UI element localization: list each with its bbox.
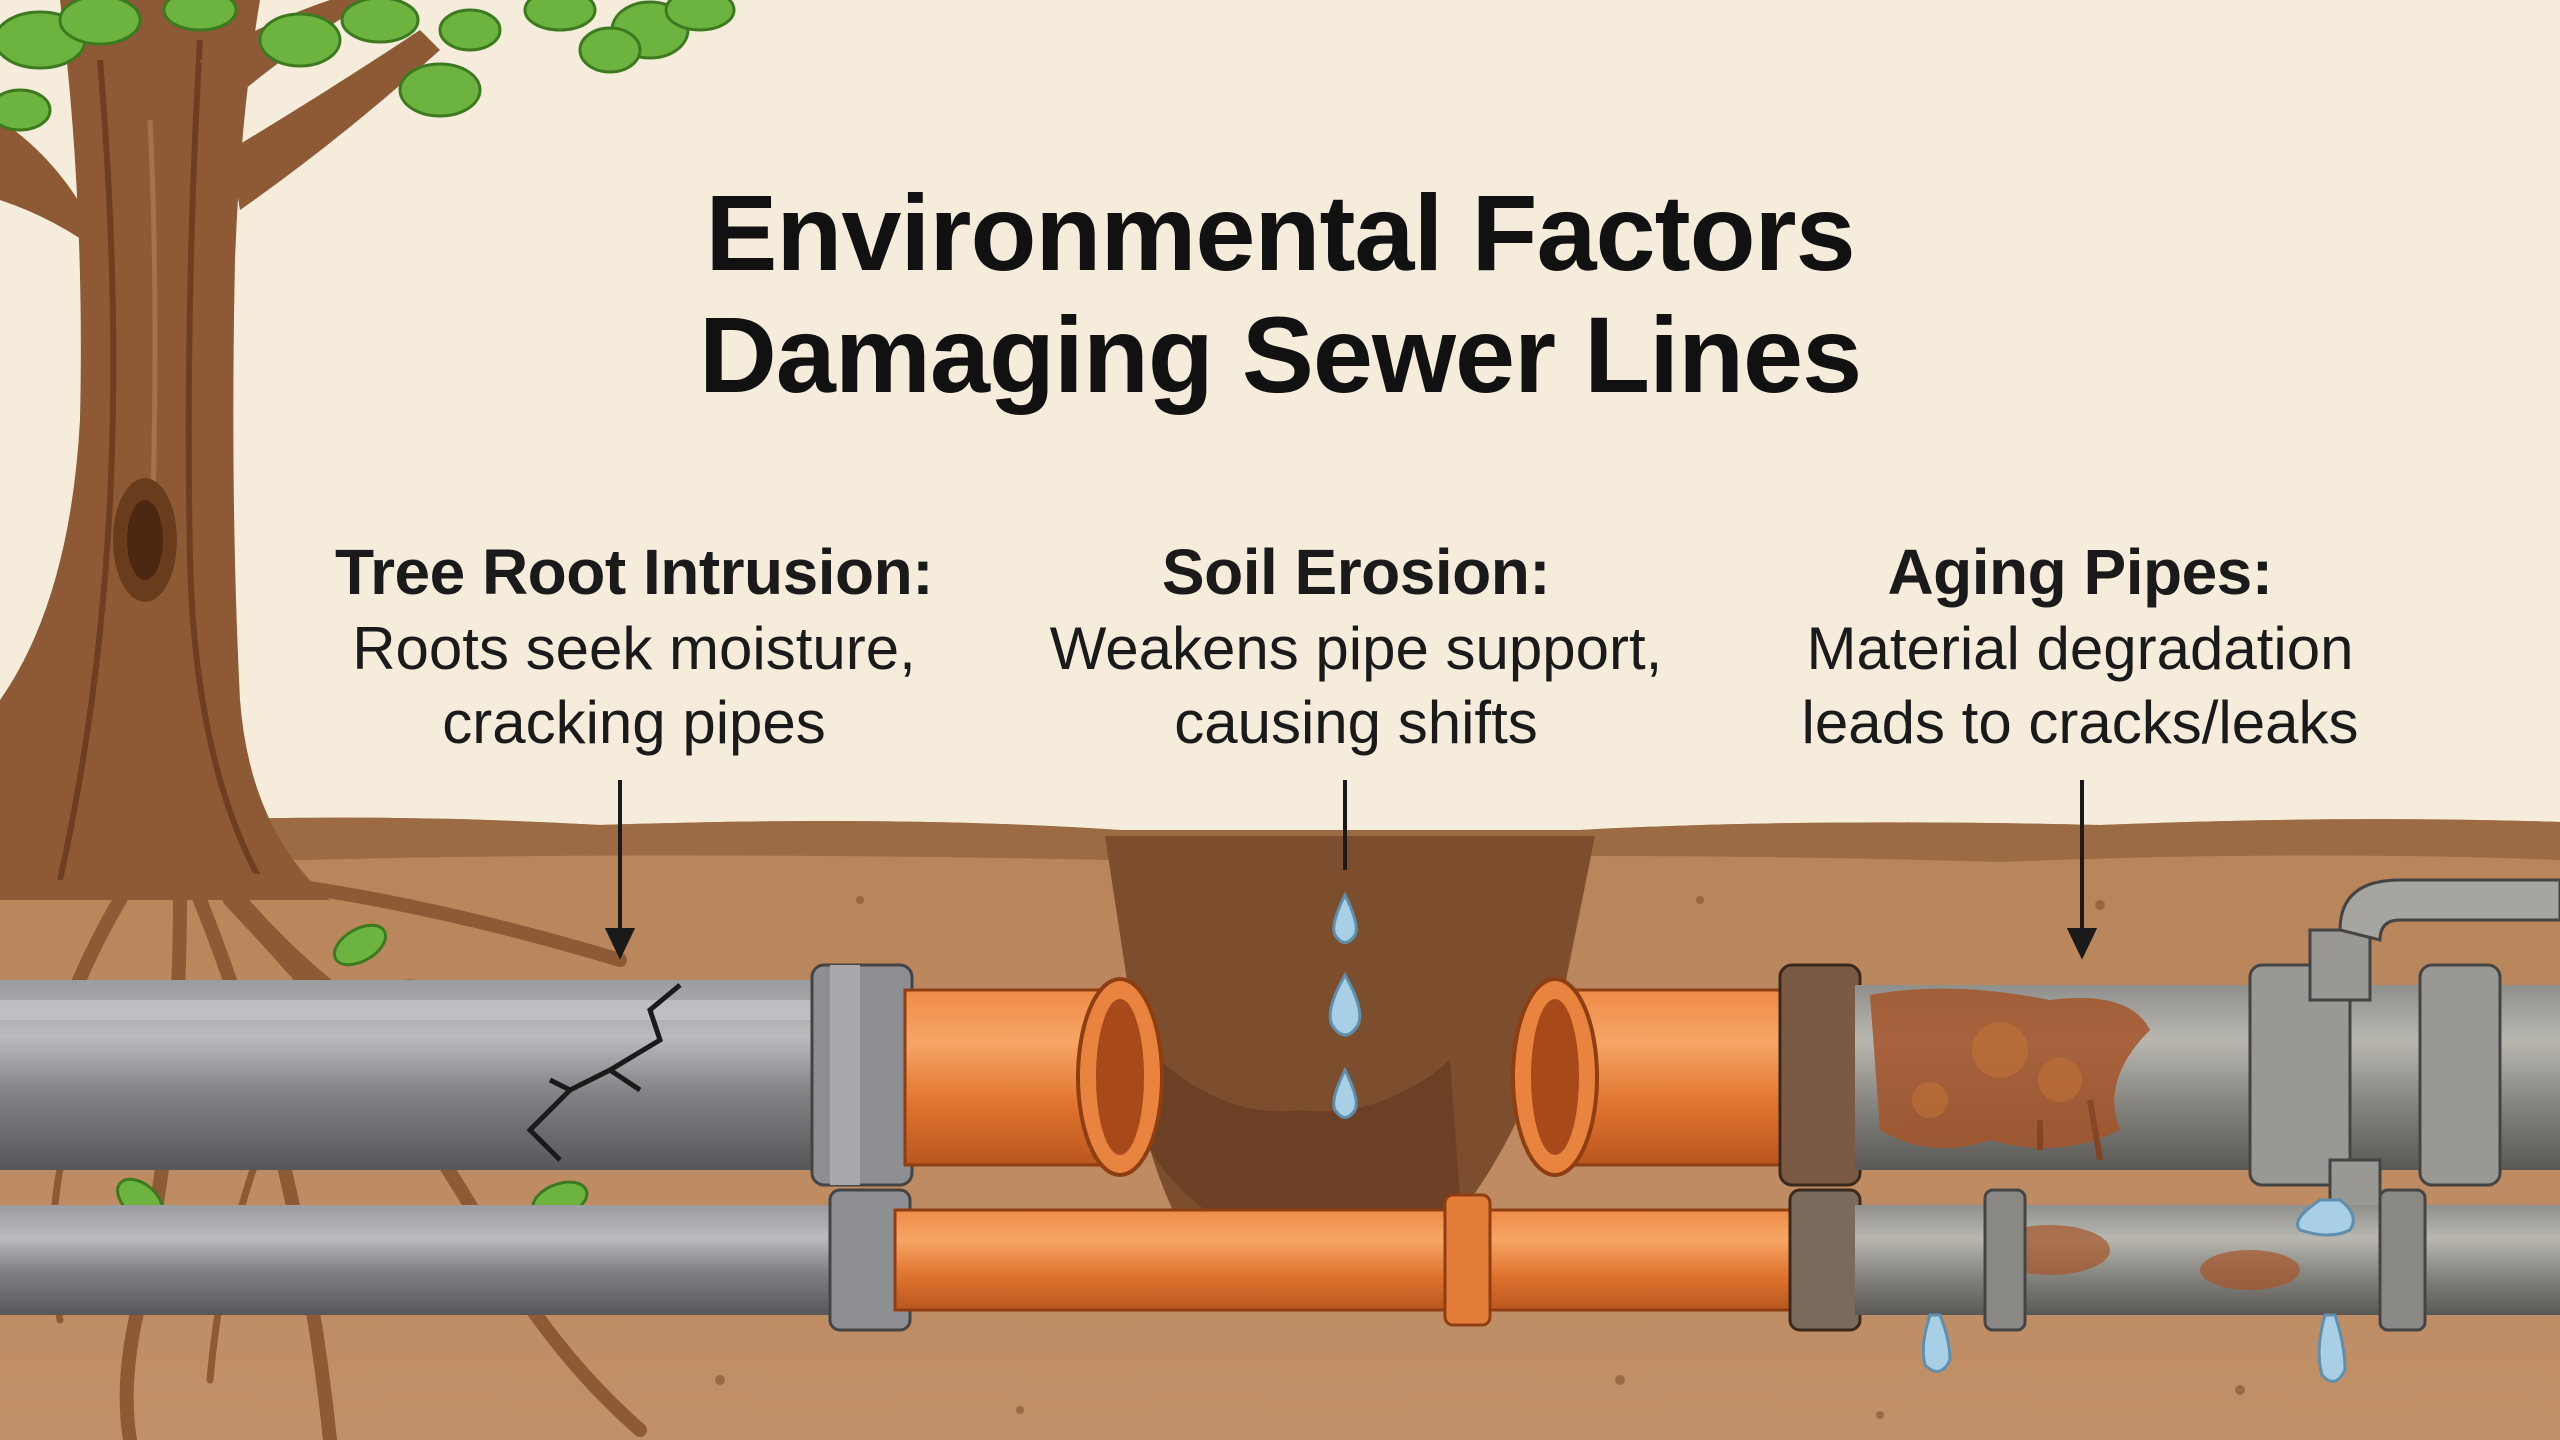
title-line-1: Environmental Factors	[560, 172, 2000, 294]
factor-heading: Tree Root Intrusion:	[274, 532, 994, 612]
page-title: Environmental Factors Damaging Sewer Lin…	[560, 172, 2000, 416]
factor-description-line-1: Weakens pipe support,	[996, 612, 1716, 686]
factor-description-line-2: cracking pipes	[274, 686, 994, 760]
factor-heading: Soil Erosion:	[996, 532, 1716, 612]
title-line-2: Damaging Sewer Lines	[560, 294, 2000, 416]
factor-description-line-1: Roots seek moisture,	[274, 612, 994, 686]
factor-description-line-2: causing shifts	[996, 686, 1716, 760]
factor-tree-roots: Tree Root Intrusion: Roots seek moisture…	[274, 532, 994, 760]
factor-description-line-2: leads to cracks/leaks	[1720, 686, 2440, 760]
factor-heading: Aging Pipes:	[1720, 532, 2440, 612]
lower-pipe-row	[0, 1190, 2560, 1330]
factor-soil-erosion: Soil Erosion: Weakens pipe support, caus…	[996, 532, 1716, 760]
factor-aging-pipes: Aging Pipes: Material degradation leads …	[1720, 532, 2440, 760]
orange-pvc-lower	[895, 1210, 1825, 1310]
factor-description-line-1: Material degradation	[1720, 612, 2440, 686]
gray-pipe-lower	[0, 1205, 850, 1315]
